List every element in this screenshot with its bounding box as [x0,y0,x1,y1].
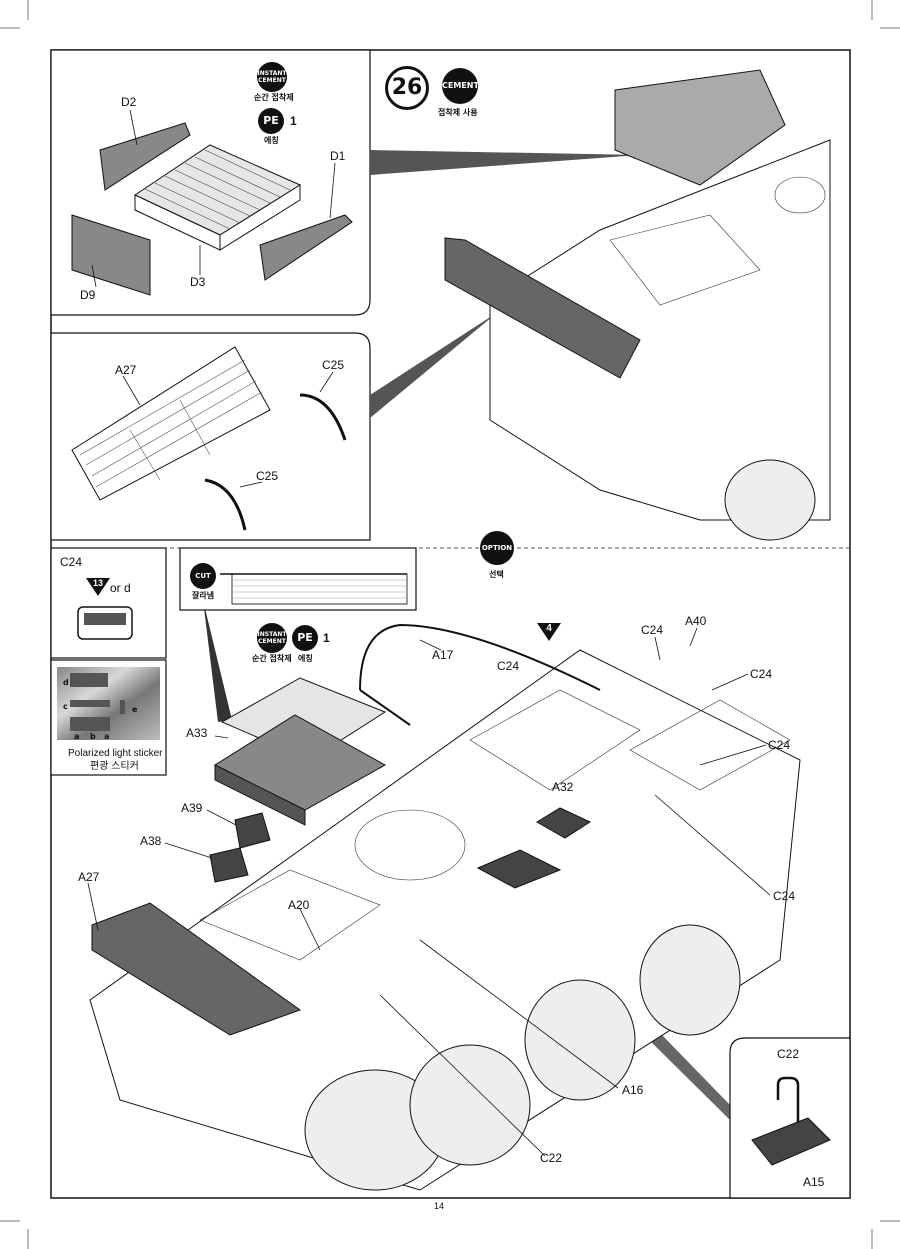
label-c25-bottom: C25 [256,469,279,483]
sticker-mark-d: d [63,678,69,687]
decal-ref-icon [537,623,561,641]
instant-cement-kr-label: 순간 접착제 [254,93,294,102]
c22-handle [776,1076,800,1122]
top-grille-part [614,69,786,186]
cut-kr-label: 잘라냄 [192,591,215,600]
d3-grille [133,144,302,251]
label-a40: A40 [685,614,707,628]
label-a38: A38 [140,834,162,848]
pe-count: 1 [290,114,297,128]
c25-bracket [204,478,247,531]
sticker-mark-a: a [74,732,80,741]
label-d2: D2 [121,95,137,109]
option-kr-label: 선택 [489,570,504,579]
a27-frame [71,346,271,501]
label-a20: A20 [288,898,310,912]
pe-kr-label-2: 에칭 [298,654,313,663]
sticker-mark-a2: a [104,732,110,741]
label-a17: A17 [432,648,454,662]
sticker-mark-e: e [132,705,138,714]
instant-cement-icon: INSTANT CEMENT [257,62,287,92]
decal-ref-number: 4 [546,623,552,634]
label-c24-a: C24 [641,623,664,637]
label-c24-b: C24 [497,659,520,673]
a39-box [234,812,271,849]
label-a32: A32 [552,780,574,794]
step-number: 26 [385,66,429,110]
label-d1: D1 [330,149,346,163]
a32-plate [536,807,592,839]
option-icon: OPTION [480,531,514,565]
sticker-ref-alt: or d [110,581,131,595]
a17-cable [359,623,601,691]
cement-kr-label: 접착제 사용 [438,108,478,117]
instant-cement-icon-2: INSTANT CEMENT [257,623,287,653]
c24-box-label: C24 [60,555,83,569]
label-c24-e: C24 [773,889,796,903]
cement-icon: CEMENT [442,68,479,104]
label-c24-c: C24 [750,667,773,681]
pe-kr-label: 에칭 [264,136,279,145]
label-c22: C22 [540,1151,563,1165]
label-d9: D9 [80,288,96,302]
label-a15: A15 [803,1175,825,1189]
a27-panel [91,902,302,1036]
sticker-panel-title-kr: 편광 스티커 [90,761,139,772]
d1-plate [259,214,353,281]
a15-plate [751,1117,831,1166]
label-d3: D3 [190,275,206,289]
d2-plate [99,122,191,191]
sticker-ref-number: 13 [92,578,103,588]
a32-plate-2 [476,849,562,889]
sticker-panel-title: Polarized light sticker [68,748,163,759]
a38-box [209,847,249,883]
page-number: 14 [434,1201,445,1211]
top-a27-panel [444,237,641,379]
pe-icon: PE [258,108,284,134]
label-a27-top: A27 [115,363,137,377]
label-a16: A16 [622,1083,644,1097]
vehicle-panels [199,176,826,961]
label-a27: A27 [78,870,100,884]
a15-inset-box [729,1037,851,1199]
label-a33: A33 [186,726,208,740]
instant-cement-kr-label-2: 순간 접착제 [252,654,292,663]
callout-wedge [203,600,232,722]
label-a39: A39 [181,801,203,815]
sticker-ref-icon [86,578,110,596]
sticker-mark-c: c [63,702,68,711]
callout-wedge [370,150,640,175]
pe-count-2: 1 [323,631,330,645]
label-c22-inset: C22 [777,1047,800,1061]
callout-wedge [370,312,498,418]
leader-lines [87,109,771,1157]
label-c24-d: C24 [768,738,791,752]
label-c25-top: C25 [322,358,345,372]
c25-bracket [299,393,347,441]
pe-icon-2: PE [292,625,318,651]
vehicle-wheels [304,459,816,1191]
cut-icon: CUT [190,563,216,589]
d9-plate [71,214,151,296]
sticker-mark-b: b [90,732,96,741]
